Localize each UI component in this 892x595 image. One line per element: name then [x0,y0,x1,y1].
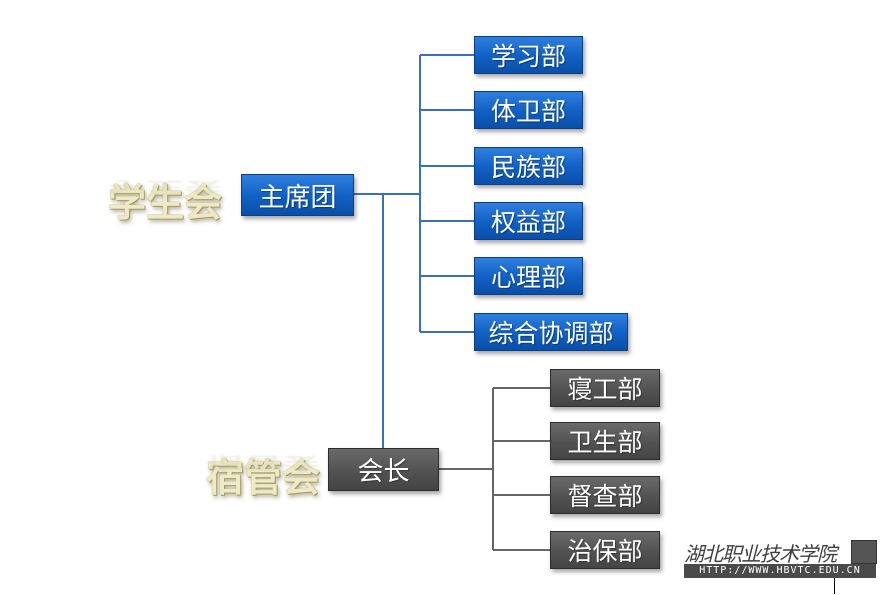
watermark-seal-icon [851,540,877,564]
dorm-dept-2[interactable]: 卫生部 [550,422,660,460]
student-union-label: 学生会 [108,172,222,227]
watermark-url: HTTP://WWW.HBVTC.EDU.CN [684,564,876,578]
dorm-dept-4[interactable]: 治保部 [550,531,660,569]
school-watermark: 湖北职业技术学院 HTTP://WWW.HBVTC.EDU.CN [684,538,877,580]
su-dept-1[interactable]: 学习部 [474,36,583,74]
chairman-box[interactable]: 会长 [328,448,439,491]
text-cursor [834,578,835,594]
dorm-council-label: 宿管会 [206,447,320,502]
su-dept-2[interactable]: 体卫部 [474,91,583,129]
dorm-dept-3[interactable]: 督查部 [550,476,660,514]
su-dept-6[interactable]: 综合协调部 [474,313,628,351]
presidium-box[interactable]: 主席团 [241,174,354,216]
su-dept-5[interactable]: 心理部 [474,257,583,295]
su-dept-4[interactable]: 权益部 [474,202,583,240]
su-dept-3[interactable]: 民族部 [474,147,583,185]
dorm-dept-1[interactable]: 寝工部 [550,369,660,407]
watermark-school-name: 湖北职业技术学院 [684,542,837,566]
